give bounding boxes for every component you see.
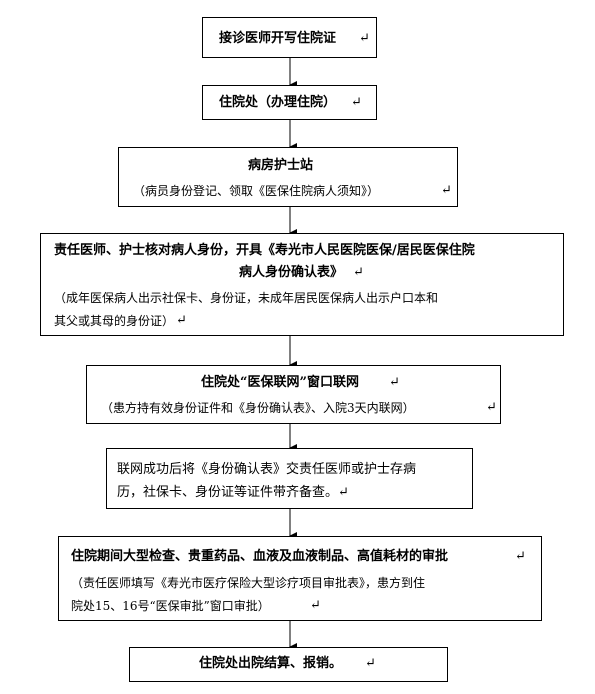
paragraph-mark: ↵ [338, 485, 349, 500]
step-5-box [86, 365, 501, 424]
step-5-note: （患方持有效身份证件和《身份确认表》、入院3天内联网） [101, 401, 415, 415]
paragraph-mark: ↵ [389, 375, 400, 390]
step-1-box [202, 17, 377, 58]
paragraph-mark: ↵ [310, 598, 321, 613]
step-4-note-line-2: 其父或其母的身份证） [54, 314, 175, 328]
paragraph-mark: ↵ [441, 183, 452, 198]
step-4-box [40, 233, 564, 336]
paragraph-mark: ↵ [515, 549, 526, 564]
step-3-title: 病房护士站 [248, 158, 314, 173]
paragraph-mark: ↵ [365, 656, 376, 671]
step-3-note: （病员身份登记、领取《医保住院病人须知》） [133, 184, 380, 198]
step-7-box [58, 536, 542, 621]
paragraph-mark: ↵ [176, 313, 187, 328]
step-7-note-line-1: （责任医师填写《寿光市医疗保险大型诊疗项目审批表》，患方到住 [71, 576, 426, 590]
step-5-title: 住院处“医保联网”窗口联网 [201, 375, 359, 390]
step-2-box [202, 85, 377, 120]
step-3-box [118, 147, 458, 207]
step-7-title: 住院期间大型检查、贵重药品、血液及血液制品、高值耗材的审批 [71, 549, 449, 564]
paragraph-mark: ↵ [359, 31, 370, 46]
step-2-title: 住院处（办理住院） [219, 95, 337, 110]
step-4-title-line-2: 病人身份确认表》 [239, 265, 344, 280]
step-8-box [129, 647, 448, 682]
step-7-note-line-2: 院处15、16号“医保审批”窗口审批） [71, 599, 270, 613]
step-6-line-2: 历，社保卡、身份证等证件带齐备查。 [117, 485, 339, 500]
step-6-box [106, 448, 473, 509]
step-1-title: 接诊医师开写住院证 [219, 31, 337, 46]
step-6-line-1: 联网成功后将《身份确认表》交责任医师或护士存病 [117, 462, 417, 477]
paragraph-mark: ↵ [351, 95, 362, 110]
step-4-title-line-1: 责任医师、护士核对病人身份，开具《寿光市人民医院医保/居民医保住院 [54, 243, 475, 258]
paragraph-mark: ↵ [353, 265, 364, 280]
step-8-title: 住院处出院结算、报销。 [199, 656, 343, 671]
paragraph-mark: ↵ [486, 400, 497, 415]
step-4-note-line-1: （成年医保病人出示社保卡、身份证，未成年居民医保病人出示户口本和 [54, 291, 439, 305]
